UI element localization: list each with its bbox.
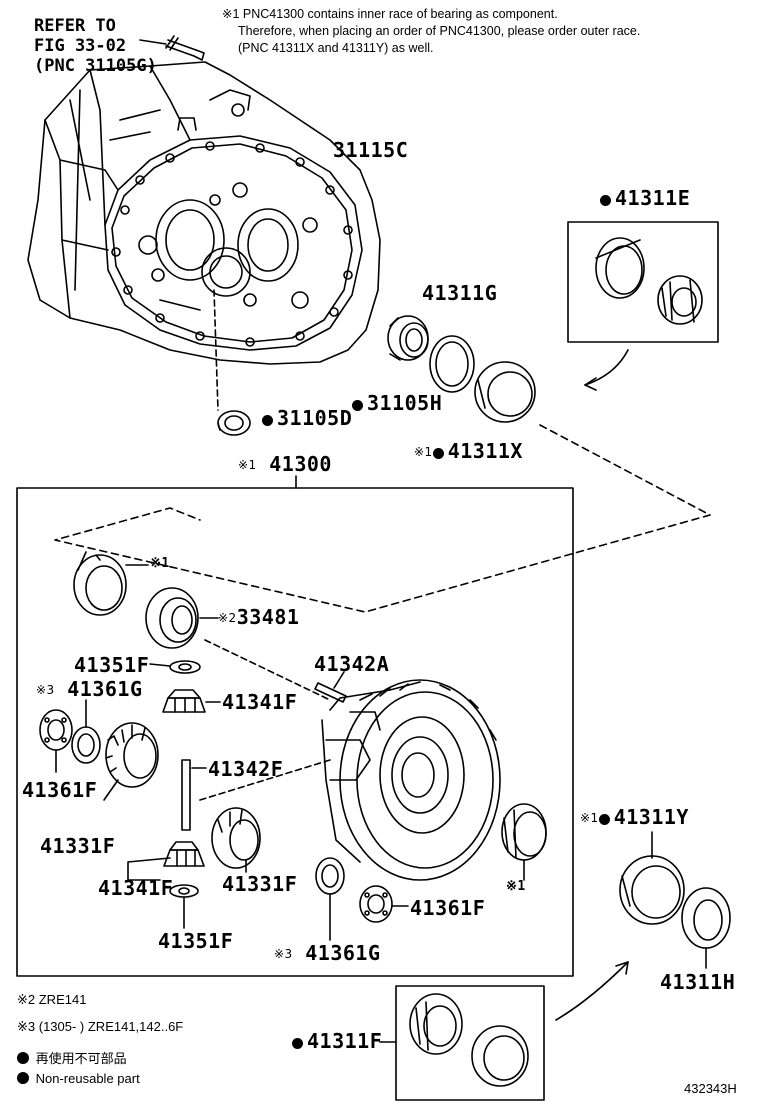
washer-41351f-bottom: [169, 884, 199, 898]
non-reusable-dot-icon: [352, 400, 363, 411]
label-31105h[interactable]: 31105H: [352, 393, 442, 413]
pinion-shaft-41342f: [181, 759, 191, 831]
outer-race-41311y: [619, 855, 685, 925]
footnote-3: ※3 (1305- ) ZRE141,142..6F: [17, 1019, 184, 1034]
bearing-inner-race-left: [73, 551, 127, 616]
label-41331f-left[interactable]: 41331F: [40, 834, 116, 858]
oil-seal-31105h: [387, 315, 429, 361]
header-note-line-3: (PNC 41311X and 41311Y) as well.: [238, 40, 434, 55]
label-41341f-top[interactable]: 41341F: [222, 690, 298, 714]
label-31115c[interactable]: 31115C: [333, 138, 409, 162]
outer-race-41311x: [474, 361, 536, 423]
bearing-kit-41311e-box: [567, 221, 719, 343]
arrow-41311f: [555, 961, 629, 1021]
label-41311f[interactable]: 41311F: [292, 1031, 382, 1051]
shim-41361f-right: [359, 885, 393, 923]
label-41361g-bottom[interactable]: ※3 41361G: [274, 941, 381, 965]
refer-line-3: (PNC 31105G): [34, 56, 157, 76]
shim-41361f-left: [39, 709, 73, 751]
non-reusable-dot-icon: [432, 448, 444, 459]
refer-line-1: REFER TO: [34, 16, 116, 36]
mark-1-bearing-right: ※1: [506, 879, 526, 894]
label-41361g-top[interactable]: ※3 41361G: [36, 677, 143, 701]
non-reusable-dot-icon: [598, 814, 610, 825]
bearing-kit-41311f-box: [395, 985, 545, 1101]
shim-41311g: [429, 335, 475, 393]
arrow-41311e: [584, 349, 629, 386]
refer-to-figure-note: REFER TO FIG 33-02 (PNC 31105G): [34, 16, 157, 76]
differential-case-ring-gear: [321, 679, 501, 881]
bolt-31105g: [139, 35, 205, 61]
dashed-assembly-line: [54, 424, 711, 613]
speedometer-drive-gear-33481: [145, 587, 199, 649]
mark-1-bearing-left: ※1: [150, 556, 170, 571]
footnote-2: ※2 ZRE141: [17, 992, 87, 1007]
non-reusable-dot-icon: [292, 1038, 303, 1049]
label-31105d[interactable]: 31105D: [262, 408, 352, 428]
label-41300[interactable]: ※1 41300: [238, 452, 332, 476]
oil-seal-31105d: [217, 410, 251, 436]
header-note-line-1: ※1 PNC41300 contains inner race of beari…: [222, 7, 558, 21]
label-41331f-right[interactable]: 41331F: [222, 872, 298, 896]
washer-41351f-top: [169, 660, 201, 674]
label-41341f-bottom[interactable]: 41341F: [98, 876, 174, 900]
pinion-gear-41341f-top: [162, 689, 206, 713]
label-41342f[interactable]: 41342F: [208, 757, 284, 781]
side-gear-41331f-right: [211, 807, 261, 869]
non-reusable-dot-icon: [262, 415, 273, 426]
label-41351f-bottom[interactable]: 41351F: [158, 929, 234, 953]
label-41311g[interactable]: 41311G: [422, 281, 498, 305]
label-41361f-left[interactable]: 41361F: [22, 778, 98, 802]
header-note: ※1 PNC41300 contains inner race of beari…: [222, 6, 640, 57]
legend-non-reusable-jp: 再使用不可部品: [17, 1048, 127, 1067]
non-reusable-dot-icon: [600, 195, 611, 206]
pinion-gear-41341f-bottom: [163, 841, 205, 867]
thrust-washer-41361g-top: [71, 726, 101, 764]
legend-non-reusable-en: Non-reusable part: [17, 1071, 140, 1086]
bearing-inner-race-right: [501, 803, 547, 861]
figure-id: 432343H: [684, 1081, 737, 1096]
header-note-line-2: Therefore, when placing an order of PNC4…: [238, 23, 641, 38]
label-41342a[interactable]: 41342A: [314, 652, 390, 676]
transaxle-housing-31115c: [27, 61, 381, 365]
shim-41311h: [681, 887, 731, 949]
non-reusable-dot-icon: [17, 1072, 29, 1084]
label-41311h[interactable]: 41311H: [660, 970, 736, 994]
label-33481[interactable]: ※233481: [218, 605, 300, 629]
differential-assembly-41300-box: [16, 487, 574, 977]
pin-41342a: [314, 682, 347, 703]
label-41351f-top[interactable]: 41351F: [74, 653, 150, 677]
non-reusable-dot-icon: [17, 1052, 29, 1064]
dashed-leader: [213, 289, 219, 411]
refer-line-2: FIG 33-02: [34, 36, 127, 56]
thrust-washer-41361g-bottom: [315, 857, 345, 895]
label-41311e[interactable]: 41311E: [600, 188, 690, 208]
label-41361f-right[interactable]: 41361F: [410, 896, 486, 920]
side-gear-41331f-left: [105, 722, 159, 788]
